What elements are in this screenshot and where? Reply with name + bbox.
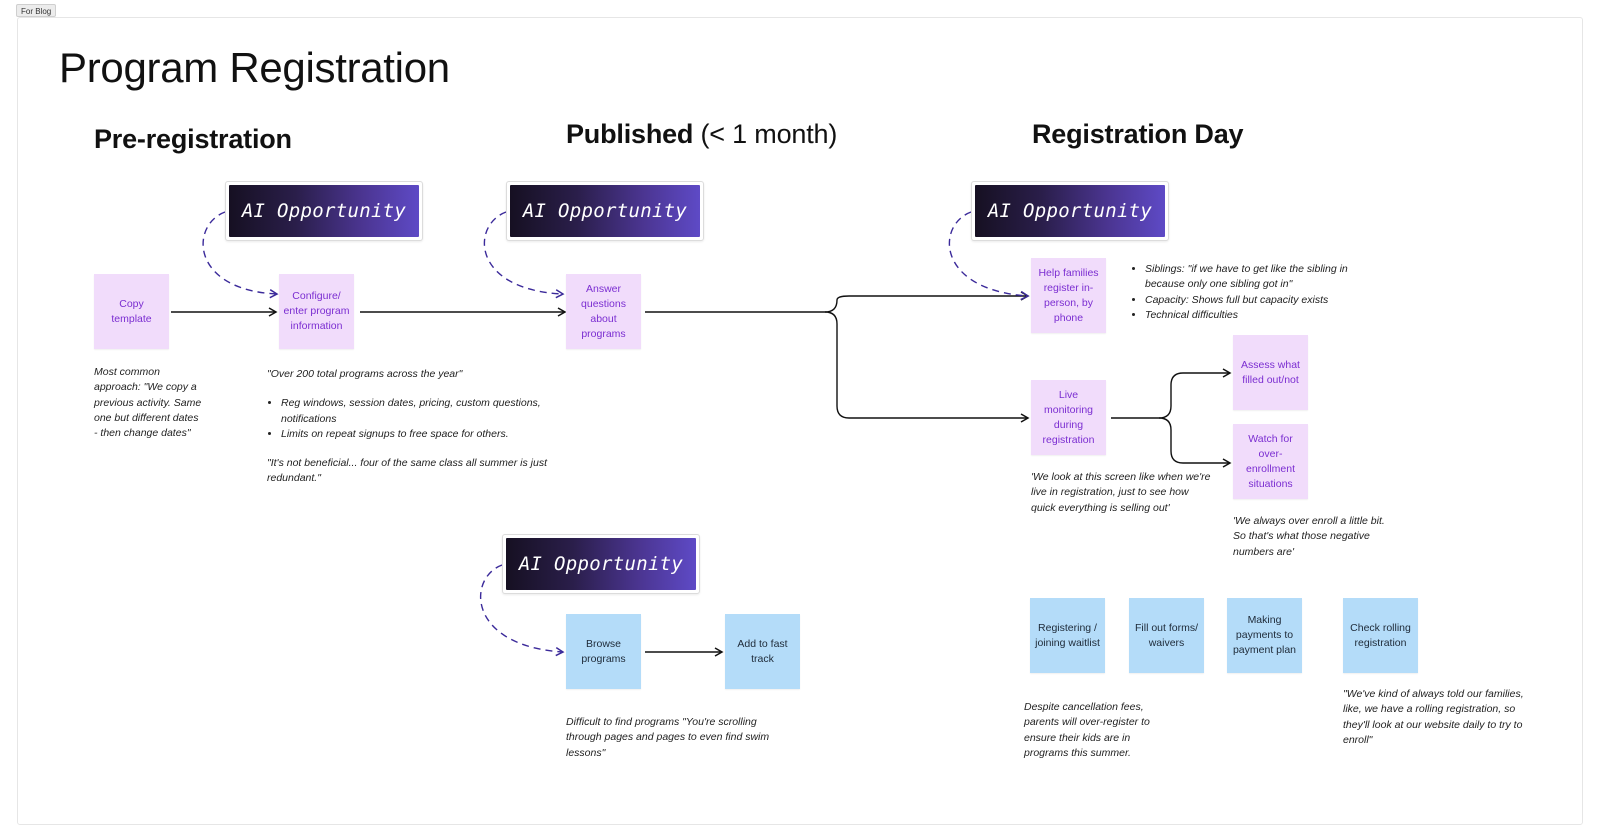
sticky-browse-programs[interactable]: Browse programs bbox=[566, 614, 641, 689]
note-bullet-list: Siblings: "if we have to get like the si… bbox=[1131, 262, 1361, 323]
note-quote: "Over 200 total programs across the year… bbox=[267, 368, 463, 380]
ai-opportunity-label: AI Opportunity bbox=[241, 200, 407, 222]
note-bullet: Technical difficulties bbox=[1145, 308, 1361, 323]
ai-opportunity-banner: AI Opportunity bbox=[975, 185, 1165, 237]
sticky-fill-forms[interactable]: Fill out forms/ waivers bbox=[1129, 598, 1204, 673]
ai-opportunity-card-regday[interactable]: AI Opportunity bbox=[971, 181, 1169, 241]
note-bullet: Capacity: Shows full but capacity exists bbox=[1145, 293, 1361, 308]
ai-opportunity-banner: AI Opportunity bbox=[510, 185, 700, 237]
ai-opportunity-label: AI Opportunity bbox=[518, 553, 684, 575]
sticky-label: Fill out forms/ waivers bbox=[1134, 621, 1198, 649]
page-title: Program Registration bbox=[59, 44, 450, 91]
sticky-label: Configure/ enter program information bbox=[283, 290, 350, 332]
note-browse: Difficult to find programs "You're scrol… bbox=[566, 716, 770, 759]
note-quote: "It's not beneficial... four of the same… bbox=[267, 457, 548, 485]
note-bullet: Limits on repeat signups to free space f… bbox=[281, 427, 557, 442]
sticky-label: Add to fast track bbox=[737, 637, 788, 665]
note-live-monitoring: 'We look at this screen like when we're … bbox=[1031, 471, 1211, 514]
sticky-making-payments[interactable]: Making payments to payment plan bbox=[1227, 598, 1302, 673]
sticky-live-monitoring[interactable]: Live monitoring during registration bbox=[1031, 380, 1106, 455]
sticky-add-fast-track[interactable]: Add to fast track bbox=[725, 614, 800, 689]
note-bullet: Siblings: "if we have to get like the si… bbox=[1145, 262, 1361, 293]
sticky-assess-filled[interactable]: Assess what filled out/not bbox=[1233, 335, 1308, 410]
section-title-registration-day: Registration Day bbox=[1032, 119, 1244, 149]
note-configure: "Over 200 total programs across the year… bbox=[267, 367, 557, 487]
sticky-watch-overenrollment[interactable]: Watch for over-enrollment situations bbox=[1233, 424, 1308, 499]
sticky-copy-template[interactable]: Copy template bbox=[94, 274, 169, 349]
note-cancellation: Despite cancellation fees, parents will … bbox=[1024, 701, 1150, 759]
sticky-label: Live monitoring during registration bbox=[1042, 388, 1095, 446]
sticky-help-families[interactable]: Help families register in-person, by pho… bbox=[1031, 258, 1106, 333]
ai-opportunity-label: AI Opportunity bbox=[522, 200, 688, 222]
sticky-label: Copy template bbox=[111, 297, 152, 325]
sticky-label: Browse programs bbox=[581, 637, 626, 665]
sticky-configure-program[interactable]: Configure/ enter program information bbox=[279, 274, 354, 349]
section-title-published-bold: Published bbox=[566, 119, 694, 149]
note-bullet-list: Reg windows, session dates, pricing, cus… bbox=[267, 396, 557, 442]
note-overenrollment: 'We always over enroll a little bit. So … bbox=[1233, 515, 1385, 558]
note-bullet: Reg windows, session dates, pricing, cus… bbox=[281, 396, 557, 427]
ai-opportunity-card-pre[interactable]: AI Opportunity bbox=[225, 181, 423, 241]
note-help-families: Siblings: "if we have to get like the si… bbox=[1131, 262, 1361, 323]
ai-opportunity-card-published[interactable]: AI Opportunity bbox=[506, 181, 704, 241]
section-title-pre-registration: Pre-registration bbox=[94, 124, 292, 154]
sticky-label: Making payments to payment plan bbox=[1232, 614, 1297, 656]
section-title-published-light: (< 1 month) bbox=[693, 119, 838, 149]
note-copy-template: Most common approach: "We copy a previou… bbox=[94, 366, 202, 440]
sticky-label: Check rolling registration bbox=[1350, 621, 1411, 649]
sticky-check-rolling[interactable]: Check rolling registration bbox=[1343, 598, 1418, 673]
sticky-label: Answer questions about programs bbox=[581, 282, 626, 340]
ai-opportunity-banner: AI Opportunity bbox=[229, 185, 419, 237]
frame-tag[interactable]: For Blog bbox=[16, 4, 57, 17]
sticky-label: Registering / joining waitlist bbox=[1035, 621, 1100, 649]
sticky-label: Watch for over-enrollment situations bbox=[1245, 432, 1296, 490]
sticky-label: Help families register in-person, by pho… bbox=[1038, 266, 1099, 324]
sticky-registering-waitlist[interactable]: Registering / joining waitlist bbox=[1030, 598, 1105, 673]
sticky-answer-questions[interactable]: Answer questions about programs bbox=[566, 274, 641, 349]
section-title-published: Published (< 1 month) bbox=[566, 119, 837, 150]
sticky-label: Assess what filled out/not bbox=[1241, 358, 1300, 386]
board-frame bbox=[17, 17, 1583, 825]
ai-opportunity-label: AI Opportunity bbox=[987, 200, 1153, 222]
ai-opportunity-banner: AI Opportunity bbox=[506, 538, 696, 590]
note-rolling: "We've kind of always told our families,… bbox=[1343, 688, 1524, 746]
ai-opportunity-card-browse[interactable]: AI Opportunity bbox=[502, 534, 700, 594]
